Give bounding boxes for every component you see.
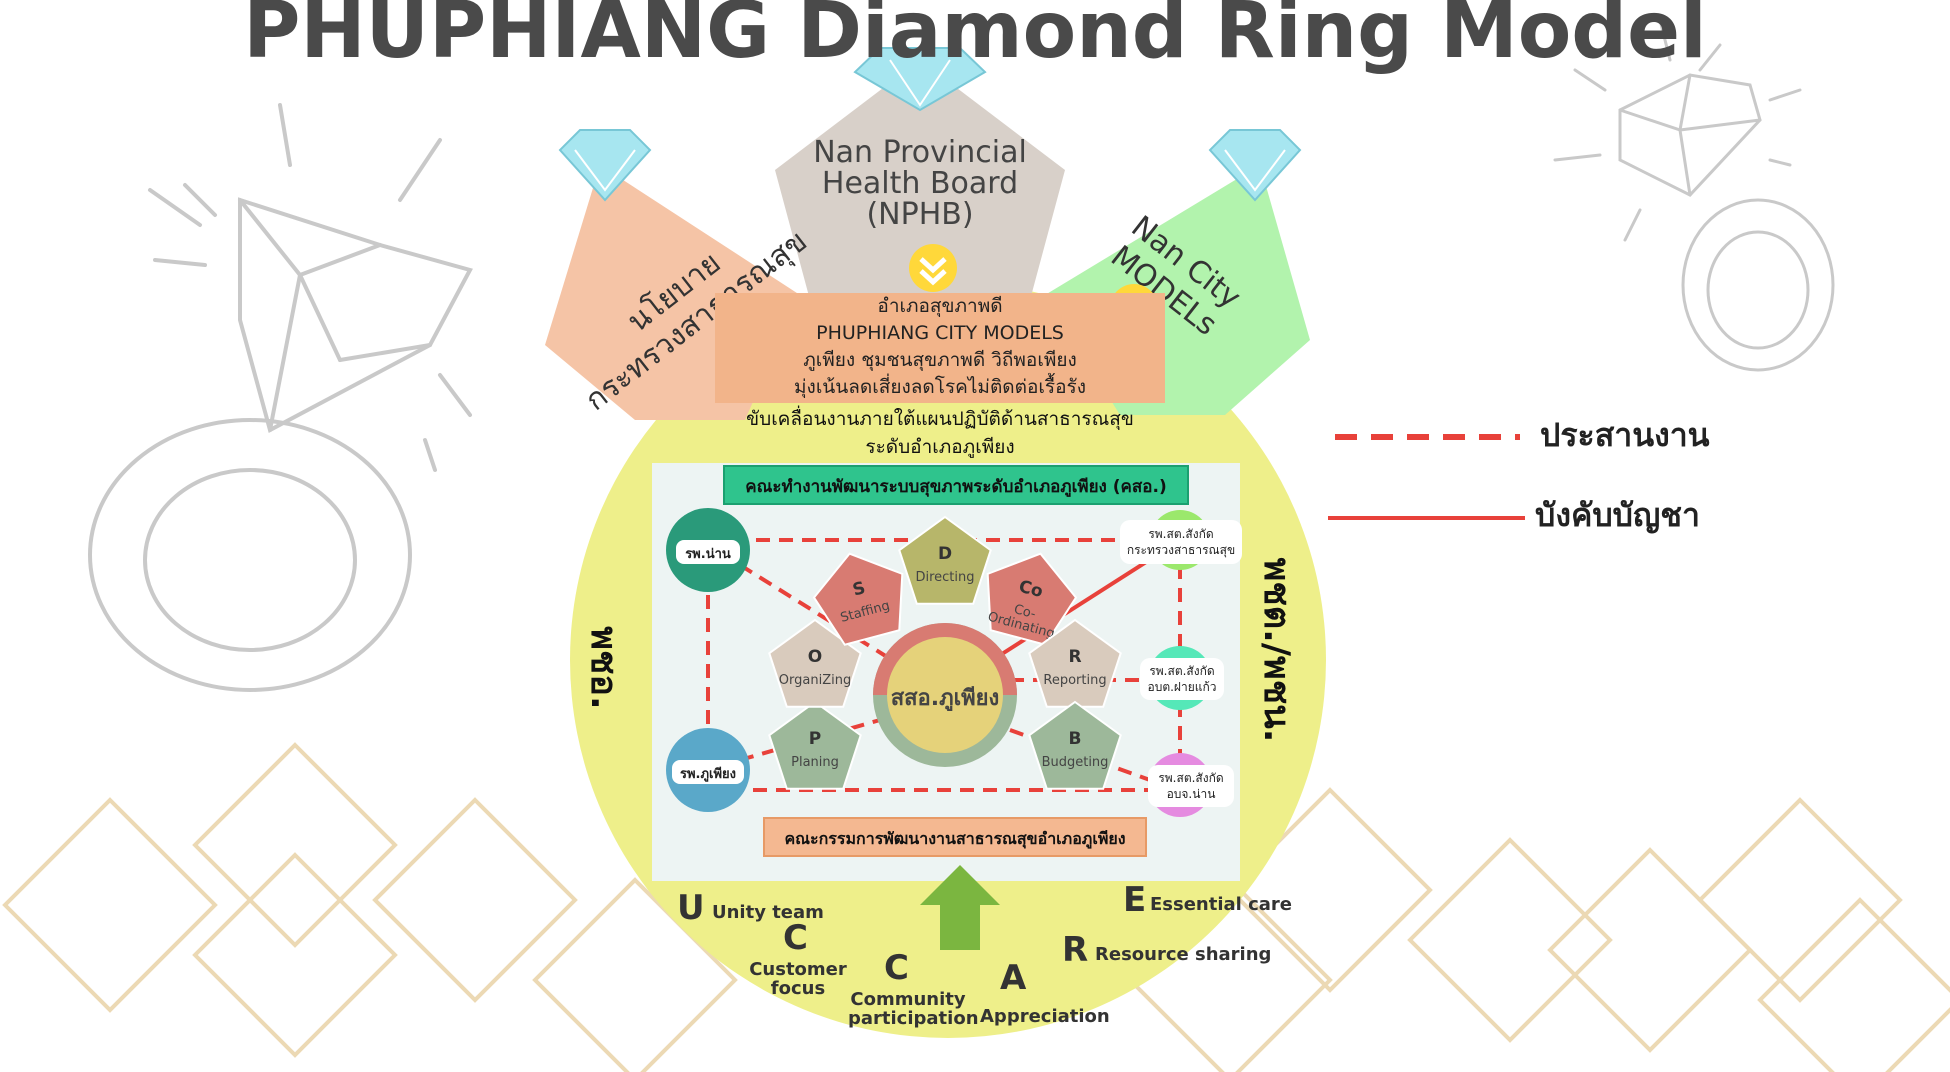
svg-text:รพ.น่าน: รพ.น่าน <box>685 547 731 562</box>
function-organizing-pentagon: O OrganiZing <box>768 618 862 708</box>
movement-line-1: ขับเคลื่อนงานภายใต้แผนปฏิบัติด้านสาธารณส… <box>746 408 1134 430</box>
ucare-e-text: Essential care <box>1150 894 1293 915</box>
side-label-right: พชต./พชน. <box>1256 558 1297 743</box>
policy-line-1: อำเภอสุขภาพดี <box>877 295 1003 317</box>
function-budgeting-pentagon: B Budgeting <box>1028 700 1122 790</box>
ucare-a-letter: A <box>1000 958 1027 998</box>
committee-banner: คณะกรรมการพัฒนางานสาธารณสุขอำเภอภูเพียง <box>763 817 1147 857</box>
page-title: PHUPHIANG Diamond Ring Model <box>243 0 1707 76</box>
side-label-left: พชอ. <box>583 626 624 709</box>
svg-text:รพ.สต.สังกัดอบจ.น่าน: รพ.สต.สังกัดอบจ.น่าน <box>1158 771 1223 801</box>
policy-box: อำเภอสุขภาพดี PHUPHIANG CITY MODELS ภูเพ… <box>715 293 1165 403</box>
ucare-u-letter: U <box>677 888 705 928</box>
ucare-e-letter: E <box>1123 880 1147 920</box>
function-planing-pentagon: P Planing <box>768 700 862 790</box>
ucare-r-letter: R <box>1062 930 1089 970</box>
legend-command-label: บังคับบัญชา <box>1535 496 1700 534</box>
center-label: สสอ.ภูเพียง <box>891 686 1000 712</box>
function-word: Budgeting <box>1042 755 1109 770</box>
legend-coordinate-label: ประสานงาน <box>1540 416 1710 454</box>
center-wheel: สสอ.ภูเพียง <box>873 623 1017 767</box>
ucare-c1-text: Customer focus <box>749 959 847 999</box>
khso-title-banner: คณะทำงานพัฒนาระบบสุขภาพระดับอำเภอภูเพียง… <box>723 465 1189 505</box>
function-letter: P <box>809 729 821 749</box>
policy-line-4: มุ่งเน้นลดเสี่ยงลดโรคไม่ติดต่อเรื้อรัง <box>794 376 1086 398</box>
chevron-down-icon <box>909 244 957 292</box>
function-letter: D <box>938 544 952 564</box>
ucare-c1-letter: C <box>783 918 808 958</box>
ucare-c2-letter: C <box>884 948 909 988</box>
node-phuphiang-hospital: รพ.ภูเพียง <box>666 728 750 812</box>
svg-text:รพ.สต.สังกัดอบต.ฝายแก้ว: รพ.สต.สังกัดอบต.ฝายแก้ว <box>1148 664 1217 694</box>
node-nan-hospital: รพ.น่าน <box>666 508 750 592</box>
function-word: Planing <box>791 755 839 770</box>
policy-line-2: PHUPHIANG CITY MODELS <box>816 322 1064 344</box>
policy-line-3: ภูเพียง ชุมชนสุขภาพดี วิถีพอเพียง <box>803 349 1077 371</box>
svg-text:รพ.ภูเพียง: รพ.ภูเพียง <box>680 766 736 782</box>
node-rpsat-obt: รพ.สต.สังกัดอบต.ฝายแก้ว <box>1140 646 1224 710</box>
node-rpsat-moph: รพ.สต.สังกัดกระทรวงสาธารณสุข <box>1120 510 1242 570</box>
ucare-r-text: Resource sharing <box>1095 944 1272 965</box>
ucare-u-text: Unity team <box>712 902 824 923</box>
svg-text:รพ.สต.สังกัดกระทรวงสาธารณสุข: รพ.สต.สังกัดกระทรวงสาธารณสุข <box>1127 527 1235 558</box>
function-letter: B <box>1069 729 1082 749</box>
movement-line-2: ระดับอำเภอภูเพียง <box>865 436 1015 458</box>
function-word: OrganiZing <box>779 673 851 688</box>
node-rpsat-obj: รพ.สต.สังกัดอบจ.น่าน <box>1148 753 1234 817</box>
function-letter: R <box>1068 647 1081 667</box>
function-word: Reporting <box>1043 673 1106 688</box>
movement-text: ขับเคลื่อนงานภายใต้แผนปฏิบัติด้านสาธารณส… <box>700 405 1180 461</box>
ucare-a-text: Appreciation <box>980 1006 1110 1027</box>
function-reporting-pentagon: R Reporting <box>1028 618 1122 708</box>
function-letter: O <box>808 647 822 667</box>
diamond-icon-top <box>853 47 987 112</box>
diamond-icon-right <box>1208 129 1302 202</box>
function-word: Directing <box>915 570 974 585</box>
function-directing-pentagon: D Directing <box>898 515 992 605</box>
function-letter: S <box>851 578 868 600</box>
ring-sketch-right-icon <box>1553 18 1835 372</box>
diamond-icon-left <box>558 129 652 202</box>
nphb-pentagon <box>775 60 1065 300</box>
ring-sketch-left-icon <box>88 103 473 692</box>
up-arrow-icon <box>920 865 1000 950</box>
ucare-c2-text: Community participation <box>848 989 979 1029</box>
